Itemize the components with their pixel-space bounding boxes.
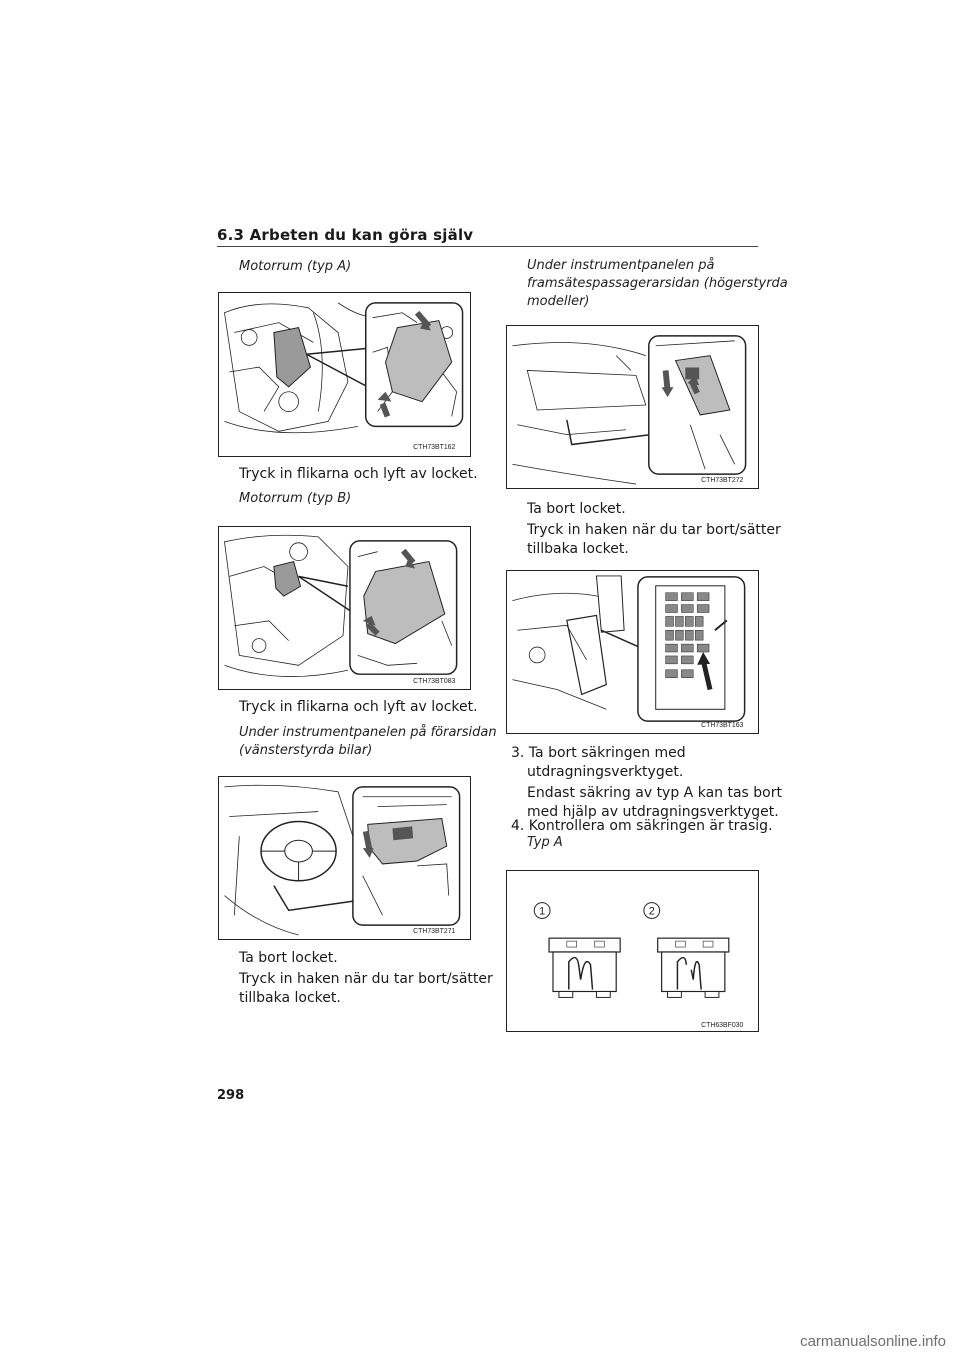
label-2: 2 bbox=[649, 905, 655, 917]
figure-code: CTH73BT162 bbox=[413, 444, 455, 451]
figure-code: CTH63BF030 bbox=[701, 1022, 743, 1029]
step-3-note: med hjälp av utdragningsverktyget. bbox=[527, 804, 779, 820]
header-divider bbox=[217, 246, 758, 247]
instruction-text: tillbaka locket. bbox=[527, 541, 629, 557]
figure-fuse-box: CTH73BT163 bbox=[506, 570, 759, 734]
caption-motorrum-typ-a: Motorrum (typ A) bbox=[239, 259, 352, 274]
instruction-text: tillbaka locket. bbox=[239, 990, 341, 1006]
caption-typ-a: Typ A bbox=[527, 835, 563, 850]
step-4-text: 4. Kontrollera om säkringen är trasig. bbox=[511, 818, 773, 834]
fuse-intact-icon bbox=[548, 937, 621, 998]
instruction-text: Tryck in flikarna och lyft av locket. bbox=[239, 699, 478, 715]
figure-passenger-side-panel: CTH73BT272 bbox=[506, 325, 759, 489]
caption-under-panel-driver-line1: Under instrumentpanelen på förarsidan bbox=[239, 725, 497, 740]
caption-under-panel-passenger-line2: framsätespassagerarsidan (högerstyrda bbox=[527, 276, 788, 291]
watermark: carmanualsonline.info bbox=[800, 1333, 946, 1350]
page-number: 298 bbox=[217, 1088, 245, 1103]
figure-code: CTH73BT271 bbox=[413, 928, 455, 935]
figure-code: CTH73BT083 bbox=[413, 678, 455, 685]
caption-under-panel-passenger-line3: modeller) bbox=[527, 294, 590, 309]
fuse-comparison-illustration: 1 2 CTH63BF030 bbox=[533, 902, 744, 1029]
caption-motorrum-typ-b: Motorrum (typ B) bbox=[239, 491, 352, 506]
instruction-text: Tryck in haken när du tar bort/sätter bbox=[527, 522, 781, 538]
step-3-text: utdragningsverktyget. bbox=[527, 764, 684, 780]
engine-bay-a-illustration: CTH73BT162 bbox=[224, 302, 464, 451]
caption-under-panel-passenger-line1: Under instrumentpanelen på bbox=[527, 258, 715, 273]
instruction-text: Ta bort locket. bbox=[527, 501, 626, 517]
fuse-broken-icon bbox=[657, 937, 730, 998]
fuse-box-illustration: CTH73BT163 bbox=[512, 575, 746, 729]
figure-engine-bay-type-a: CTH73BT162 bbox=[218, 292, 471, 457]
figure-driver-side-panel: CTH73BT271 bbox=[218, 776, 471, 940]
figure-fuse-comparison: 1 2 CTH63BF030 bbox=[506, 870, 759, 1032]
label-1: 1 bbox=[539, 905, 545, 917]
label-2-circle bbox=[643, 902, 661, 919]
driver-panel-illustration: CTH73BT271 bbox=[224, 784, 461, 936]
figure-code: CTH73BT272 bbox=[701, 477, 743, 484]
step-3-note: Endast säkring av typ A kan tas bort bbox=[527, 785, 782, 801]
label-1-circle bbox=[533, 902, 551, 919]
passenger-panel-illustration: CTH73BT272 bbox=[512, 335, 747, 485]
caption-under-panel-driver-line2: (vänsterstyrda bilar) bbox=[239, 743, 373, 758]
figure-code: CTH73BT163 bbox=[701, 722, 743, 729]
engine-bay-b-illustration: CTH73BT083 bbox=[224, 534, 458, 685]
instruction-text: Tryck in flikarna och lyft av locket. bbox=[239, 466, 478, 482]
step-3-text: 3. Ta bort säkringen med bbox=[511, 745, 686, 761]
figure-engine-bay-type-b: CTH73BT083 bbox=[218, 526, 471, 690]
instruction-text: Ta bort locket. bbox=[239, 950, 338, 966]
section-title: 6.3 Arbeten du kan göra själv bbox=[217, 226, 474, 244]
instruction-text: Tryck in haken när du tar bort/sätter bbox=[239, 971, 493, 987]
